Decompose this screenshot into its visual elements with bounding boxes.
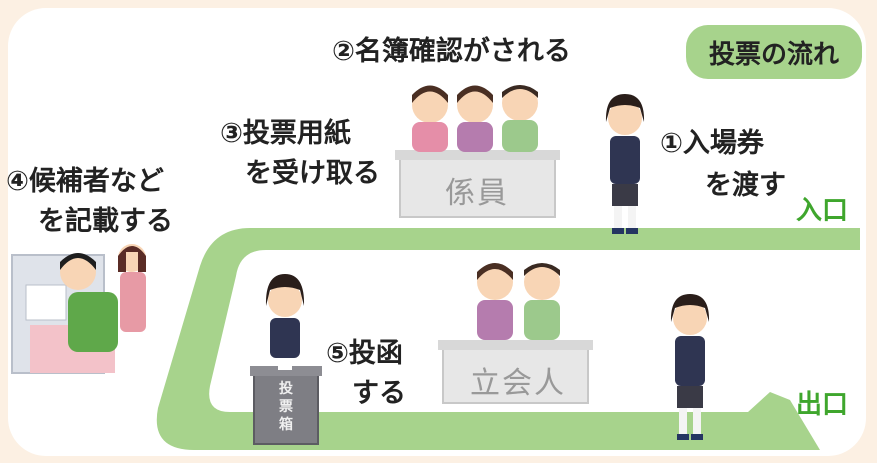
- step5-label-line2: する: [352, 378, 406, 409]
- student-ballot: [265, 274, 305, 358]
- entrance-label: 入口: [796, 196, 849, 226]
- witness-woman: [477, 263, 513, 340]
- green-flow-path: [156, 228, 860, 450]
- step2-label: ②名簿確認がされる: [332, 36, 571, 67]
- witness-desk: [438, 340, 593, 404]
- staff-desk-label: 係員: [445, 176, 509, 211]
- voter-woman: [118, 244, 146, 332]
- step1-label-line2: を渡す: [705, 170, 786, 201]
- staff-man: [502, 85, 538, 152]
- witness-man: [524, 263, 560, 340]
- student-exit: [670, 294, 710, 440]
- title-badge: 投票の流れ: [686, 25, 862, 79]
- witness-desk-label: 立会人: [470, 366, 566, 401]
- step1-label-line1: ①入場券: [660, 128, 764, 159]
- staff-desk: [395, 150, 560, 218]
- diagram-title: 投票の流れ: [708, 39, 839, 70]
- step5-label-line1: ⑤投函: [326, 338, 403, 369]
- staff-woman-1: [412, 85, 448, 152]
- exit-label: 出口: [796, 390, 849, 420]
- step4-label-line1: ④候補者など: [6, 166, 164, 197]
- ballot-box: [250, 360, 322, 445]
- step3-label-line2: を受け取る: [245, 158, 380, 189]
- student-entrance: [605, 94, 645, 234]
- ballot-box-label: 投票箱: [279, 381, 293, 433]
- staff-woman-2: [457, 85, 493, 152]
- step3-label-line1: ③投票用紙: [220, 118, 351, 149]
- step4-label-line2: を記載する: [38, 206, 173, 237]
- voter-man: [60, 253, 118, 352]
